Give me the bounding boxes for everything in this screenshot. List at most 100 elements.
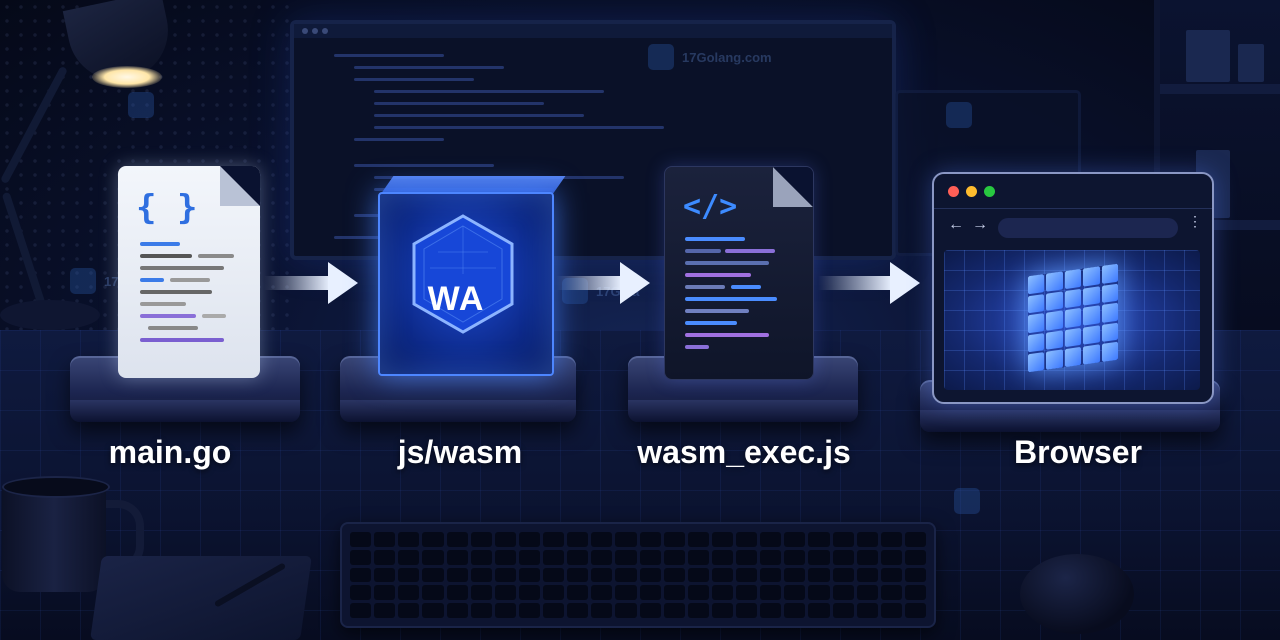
code-tag-icon: </> [683, 189, 738, 224]
keyboard-key [446, 549, 468, 565]
lamp-light [92, 66, 162, 88]
keyboard-key [808, 603, 830, 618]
keyboard-key [591, 532, 613, 547]
page-fold-icon [220, 166, 260, 206]
keyboard-key [736, 532, 758, 547]
keyboard-key [639, 567, 661, 583]
wasm-cube-icon [1028, 263, 1118, 373]
keyboard-key [350, 585, 372, 601]
keyboard-key [543, 567, 565, 583]
keyboard-key [374, 585, 396, 601]
keyboard-key [446, 567, 468, 583]
keyboard-key [615, 532, 637, 547]
keyboard-key [832, 532, 854, 547]
keyboard-key [591, 603, 613, 618]
webassembly-logo-text: WA [427, 280, 485, 318]
keyboard-key [711, 532, 733, 547]
mug-rim [2, 476, 110, 498]
keyboard-key [494, 532, 516, 547]
keyboard-key [567, 567, 589, 583]
arrow-right-icon [818, 262, 920, 304]
keyboard-key [904, 567, 926, 583]
page-fold-icon [773, 167, 813, 207]
watermark-logo-icon [648, 44, 674, 70]
keyboard-key [832, 585, 854, 601]
keyboard-key [880, 585, 902, 601]
keyboard-key [856, 532, 878, 547]
keyboard-key [446, 585, 468, 601]
keyboard-key [350, 549, 372, 565]
keyboard-key [374, 549, 396, 565]
minimize-dot [966, 186, 977, 197]
keyboard-key [784, 549, 806, 565]
keyboard-key [760, 603, 782, 618]
keyboard-key [422, 603, 444, 618]
kebab-menu-icon: ⋮ [1188, 213, 1202, 229]
watermark-logo-icon [946, 102, 972, 128]
keyboard-key [494, 549, 516, 565]
keyboard-key [856, 603, 878, 618]
browser-window: ← → ⋮ [932, 172, 1214, 404]
keyboard-key [374, 603, 396, 618]
keyboard-key [422, 549, 444, 565]
keyboard-key [615, 603, 637, 618]
keyboard-key [567, 585, 589, 601]
keyboard-key [784, 585, 806, 601]
keyboard-key [567, 549, 589, 565]
watermark-logo-only [128, 92, 154, 118]
keyboard-key [398, 532, 420, 547]
keyboard-key [832, 603, 854, 618]
keyboard-key [784, 532, 806, 547]
keyboard-key [832, 567, 854, 583]
keyboard-key [422, 532, 444, 547]
keyboard-key [494, 603, 516, 618]
keyboard-key [470, 585, 492, 601]
watermark-logo-icon [954, 488, 980, 514]
keyboard-key [904, 549, 926, 565]
keyboard-key [350, 567, 372, 583]
keyboard-key [687, 585, 709, 601]
lamp-base [0, 300, 100, 330]
keyboard-key [470, 532, 492, 547]
keyboard-key [494, 585, 516, 601]
keyboard-key [711, 585, 733, 601]
keyboard-key [904, 585, 926, 601]
label-browser: Browser [1013, 434, 1143, 470]
keyboard-key [422, 585, 444, 601]
keyboard-key [663, 549, 685, 565]
shelf [1154, 0, 1280, 330]
browser-viewport [944, 250, 1200, 390]
arrow-right-icon [556, 262, 650, 304]
keyboard-key [856, 549, 878, 565]
keyboard-key [808, 567, 830, 583]
keyboard-key [808, 585, 830, 601]
keyboard-key [518, 585, 540, 601]
keyboard-key [518, 532, 540, 547]
keyboard-key [760, 567, 782, 583]
forward-arrow-icon: → [972, 216, 988, 233]
keyboard-key [615, 585, 637, 601]
keyboard-key [639, 532, 661, 547]
keyboard-key [832, 549, 854, 565]
keyboard-key [639, 585, 661, 601]
keyboard-key [880, 567, 902, 583]
keyboard-key [711, 567, 733, 583]
label-wasm-exec: wasm_exec.js [637, 434, 851, 470]
keyboard-key [760, 549, 782, 565]
label-js-wasm: js/wasm [397, 434, 523, 470]
keyboard-key [687, 532, 709, 547]
keyboard-key [687, 567, 709, 583]
maximize-dot [984, 186, 995, 197]
keyboard-key [711, 549, 733, 565]
label-main-go: main.go [108, 434, 232, 470]
keyboard-key [784, 603, 806, 618]
keyboard-key [904, 532, 926, 547]
keyboard-key [687, 549, 709, 565]
keyboard-key [591, 549, 613, 565]
keyboard-key [398, 585, 420, 601]
keyboard-key [591, 585, 613, 601]
coffee-mug [2, 482, 106, 592]
address-bar [998, 218, 1178, 238]
keyboard-key [398, 549, 420, 565]
